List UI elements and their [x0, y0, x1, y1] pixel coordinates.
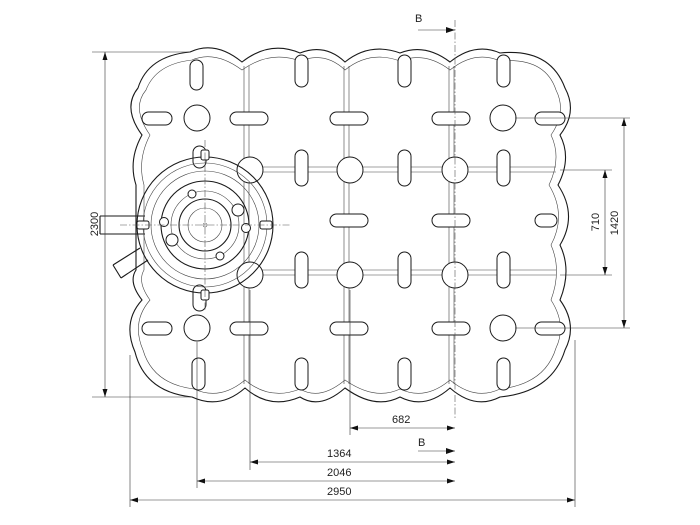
dimension-overall-length: 2950 [327, 486, 351, 498]
arrow-right-icon [446, 27, 455, 33]
dimension-682: 682 [392, 414, 410, 426]
arrow-right-icon [446, 448, 455, 454]
circular-bosses [183, 104, 517, 342]
center-lines [120, 20, 456, 420]
dimension-row-spacing: 1420 [609, 211, 621, 235]
horizontal-slots [141, 111, 566, 336]
vertical-slots [189, 54, 511, 391]
dimension-2046: 2046 [327, 467, 351, 479]
section-marker-bottom: B [418, 437, 455, 454]
dimension-1364: 1364 [327, 448, 351, 460]
dimension-lines [92, 51, 630, 507]
section-marker-top: B [415, 13, 455, 33]
dimension-overall-width: 2300 [89, 212, 101, 236]
section-label-bottom: B [418, 437, 425, 449]
section-label-top: B [415, 13, 422, 25]
dimension-inner-row-spacing: 710 [590, 213, 602, 231]
